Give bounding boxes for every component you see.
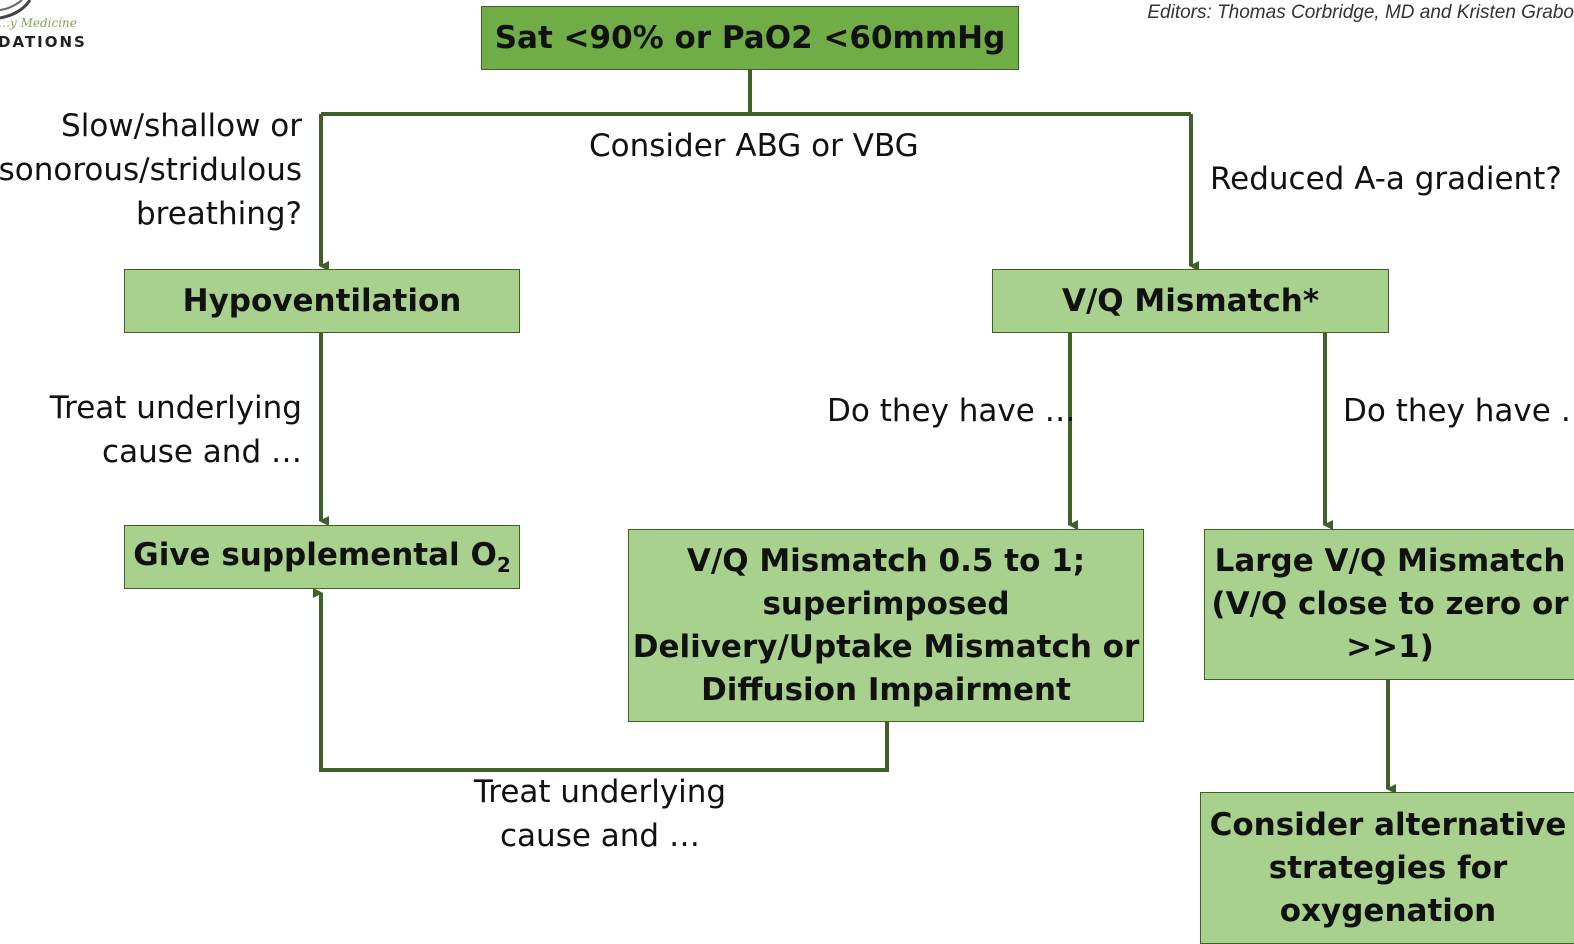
connector-top-split	[321, 70, 1191, 116]
label-do-they-have-1: Do they have …	[827, 393, 1076, 429]
box-large-vq-mismatch: Large V/Q Mismatch (V/Q close to zero or…	[1204, 529, 1574, 680]
logo-wordmark: DATIONS	[0, 33, 87, 51]
logo: …y Medicine DATIONS	[0, 0, 95, 55]
vq-mid-line-3: Delivery/Uptake Mismatch or	[632, 628, 1140, 665]
alternative-line-1: Consider alternative	[1209, 806, 1567, 843]
logo-script-text: …y Medicine	[0, 16, 77, 30]
alternative-line-2: strategies for	[1268, 849, 1508, 886]
large-vq-line-2: (V/Q close to zero or	[1211, 586, 1569, 622]
box-vq-mismatch-text: V/Q Mismatch*	[1061, 282, 1320, 319]
large-vq-line-1: Large V/Q Mismatch	[1214, 543, 1566, 579]
box-give-supplemental-o2-text: Give supplemental O2	[133, 535, 510, 578]
treat-bottom-line-2: cause and …	[500, 818, 700, 854]
large-vq-line-3: >>1)	[1346, 629, 1434, 665]
box-vq-mismatch-mid: V/Q Mismatch 0.5 to 1; superimposed Deli…	[628, 529, 1144, 722]
vq-mid-line-2: superimposed	[762, 585, 1010, 622]
box-hypoventilation: Hypoventilation	[124, 269, 520, 333]
box-sat-pao2-text: Sat <90% or PaO2 <60mmHg	[494, 19, 1006, 56]
treat-bottom-line-1: Treat underlying	[473, 774, 727, 810]
supplemental-o2-label: Give supplemental O	[133, 537, 497, 574]
slow-shallow-line-2: sonorous/stridulous	[0, 152, 302, 188]
connector-mid-to-o2	[313, 588, 889, 772]
label-treat-underlying-left: Treat underlying cause and …	[50, 386, 302, 474]
editors-credit: Editors: Thomas Corbridge, MD and Kriste…	[1147, 2, 1574, 23]
logo-emblem-icon	[0, 0, 32, 20]
label-do-they-have-2: Do they have …	[1343, 393, 1574, 429]
vq-mid-line-4: Diffusion Impairment	[701, 671, 1071, 708]
label-consider-abg-vbg: Consider ABG or VBG	[589, 128, 919, 164]
o2-subscript: 2	[496, 553, 511, 578]
treat-left-line-2: cause and …	[102, 434, 302, 470]
box-vq-mismatch: V/Q Mismatch*	[992, 269, 1389, 333]
vq-mid-line-1: V/Q Mismatch 0.5 to 1;	[686, 542, 1086, 579]
alternative-line-3: oxygenation	[1279, 892, 1497, 929]
label-reduced-aa-gradient: Reduced A-a gradient?	[1210, 161, 1562, 197]
box-consider-alternative: Consider alternative strategies for oxyg…	[1200, 792, 1574, 944]
box-sat-pao2: Sat <90% or PaO2 <60mmHg	[481, 6, 1019, 70]
slow-shallow-line-1: Slow/shallow or	[61, 108, 302, 144]
treat-left-line-1: Treat underlying	[49, 390, 302, 426]
slow-shallow-line-3: breathing?	[135, 196, 302, 232]
label-slow-shallow: Slow/shallow or sonorous/stridulous brea…	[0, 104, 302, 236]
box-hypoventilation-text: Hypoventilation	[182, 282, 462, 319]
label-treat-underlying-bottom: Treat underlying cause and …	[470, 770, 730, 858]
box-give-supplemental-o2: Give supplemental O2	[124, 525, 520, 589]
